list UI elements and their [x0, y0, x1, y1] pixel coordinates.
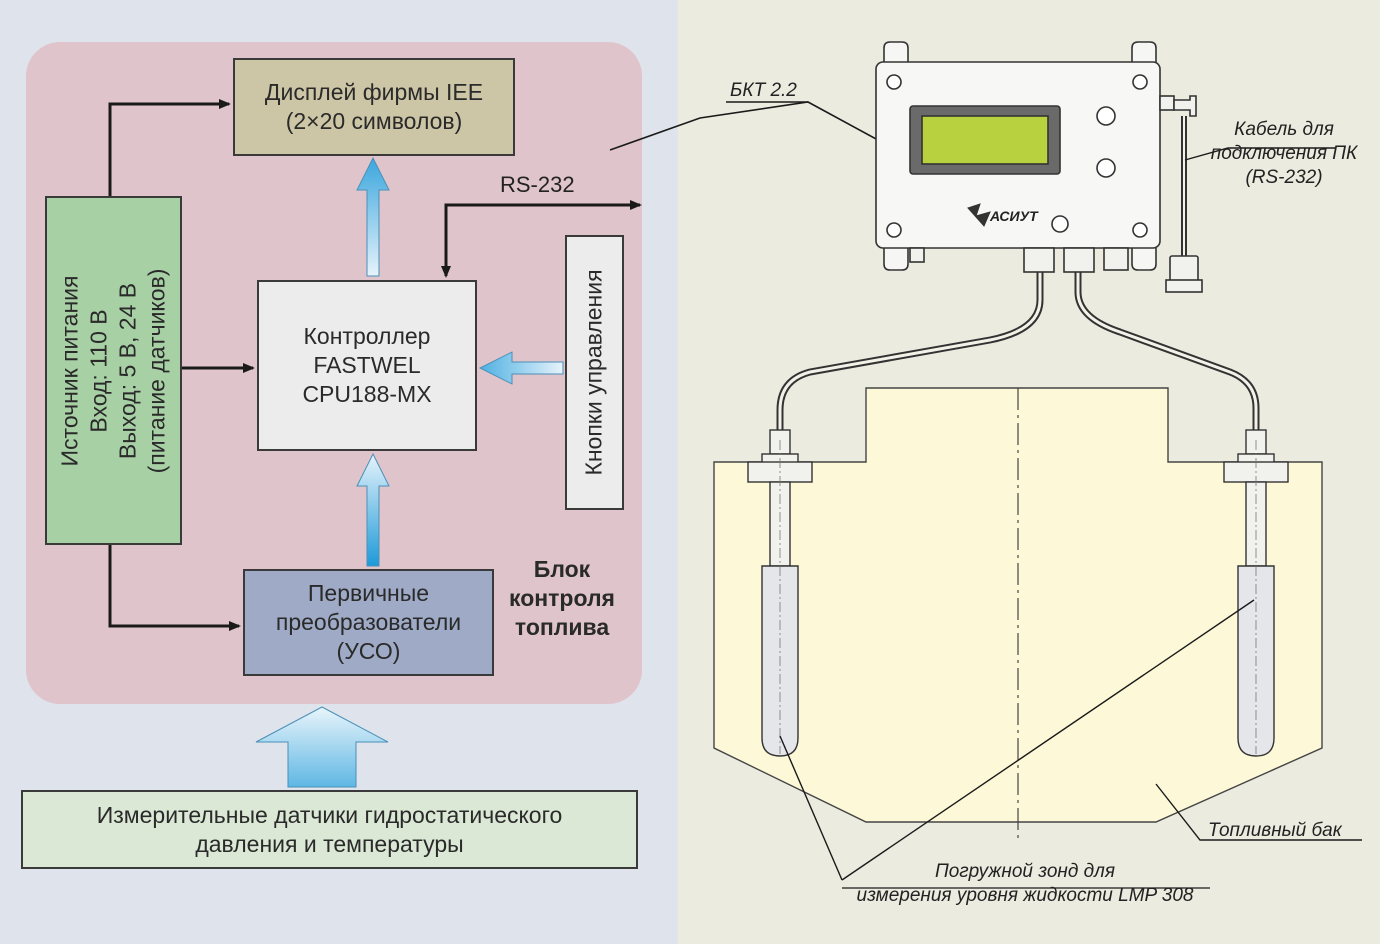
pc-cable: [1165, 116, 1203, 293]
buttons-to-controller-arrow: [478, 351, 564, 385]
probe-label-line1: Погружной зонд для: [934, 861, 1116, 882]
sensors-label-line1: Измерительные датчики гидростатического: [96, 801, 563, 828]
power-label-line3: Выход: 5 В, 24 В: [114, 282, 141, 459]
power-to-uso-line: [108, 545, 241, 631]
controller-to-display-arrow: [356, 156, 390, 277]
probe-leader-right: [841, 599, 1255, 881]
sensors-box: Измерительные датчики гидростатического …: [21, 790, 638, 869]
controller-label-line1: Контроллер: [303, 323, 431, 349]
tank-label: Топливный бак: [1208, 820, 1342, 841]
power-label-line1: Источник питания: [56, 275, 83, 466]
device-logo-text: АСИУТ: [990, 208, 1038, 224]
probe-leader-left: [779, 735, 843, 881]
uso-label-line2: преобразователи: [275, 609, 462, 635]
rs232-label: RS-232: [500, 172, 575, 197]
probe-label-line2: измерения уровня жидкости LMP 308: [856, 885, 1194, 906]
bkt-label: БКТ 2.2: [730, 80, 797, 101]
sensors-label-line2: давления и температуры: [195, 830, 464, 857]
cable-label-line2: подключения ПК: [1210, 143, 1358, 164]
cable-label: Кабель для подключения ПК (RS-232): [1194, 118, 1374, 190]
cable-leader-line: [1184, 147, 1336, 161]
power-supply-box: Источник питания Вход: 110 В Выход: 5 В,…: [45, 196, 182, 545]
controller-label-line2: FASTWEL: [313, 352, 421, 378]
fuel-block-label: Блок контроля топлива: [492, 555, 632, 642]
controller-label-line3: CPU188-MX: [302, 381, 432, 407]
power-to-display-line: [108, 99, 231, 196]
probe-left: [747, 429, 813, 757]
buttons-label: Кнопки управления: [581, 269, 607, 476]
uso-box: Первичные преобразователи (УСО): [243, 569, 494, 676]
control-buttons-box: Кнопки управления: [565, 235, 624, 510]
lcd-screen: [921, 115, 1049, 165]
fuel-block-label-line3: топлива: [514, 614, 610, 640]
fuel-block-label-line1: Блок: [533, 556, 591, 582]
fuel-block-label-line2: контроля: [509, 585, 615, 611]
sensors-to-uso-arrow: [255, 706, 389, 788]
uso-label-line1: Первичные: [307, 580, 430, 606]
bkt-device: [875, 41, 1197, 273]
display-box: Дисплей фирмы IEE (2×20 символов): [233, 58, 515, 156]
cable-label-line1: Кабель для: [1234, 119, 1334, 140]
power-label-line2: Вход: 110 В: [85, 308, 112, 433]
logo-mark-icon: [967, 203, 991, 227]
power-label-line4: (питание датчиков): [143, 268, 170, 473]
uso-label-line3: (УСО): [336, 638, 401, 664]
bkt-leader-line: [609, 101, 890, 151]
device-button-1: [1096, 106, 1116, 126]
controller-box: Контроллер FASTWEL CPU188-MX: [257, 280, 477, 451]
connector-lines: [108, 99, 642, 631]
tank-leader-line: [1155, 783, 1362, 841]
device-button-2: [1096, 158, 1116, 178]
probe-right: [1223, 429, 1289, 757]
cable-label-line3: (RS-232): [1245, 167, 1323, 188]
uso-to-controller-arrow: [356, 452, 390, 567]
display-label-line2: (2×20 символов): [285, 108, 463, 134]
display-label-line1: Дисплей фирмы IEE: [264, 79, 484, 105]
probe-label: Погружной зонд для измерения уровня жидк…: [820, 860, 1230, 908]
